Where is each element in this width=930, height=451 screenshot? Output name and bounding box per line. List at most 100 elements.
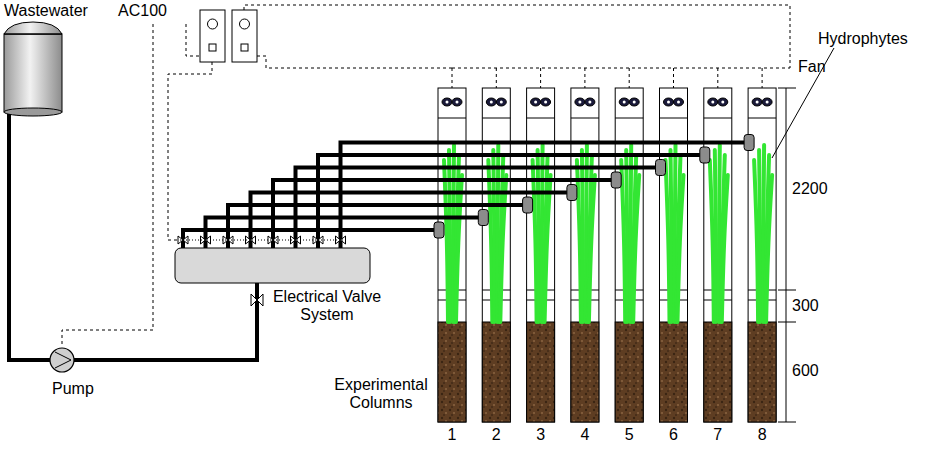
power-label: AC100 [118, 2, 167, 20]
column-number: 1 [432, 426, 472, 444]
hydrophyte [666, 160, 670, 322]
experimental-column [571, 88, 599, 422]
control-wire [673, 68, 674, 88]
hydrophyte [722, 175, 728, 322]
columns-label: Experimental Columns [326, 376, 436, 412]
wastewater-tank [4, 22, 62, 116]
fan-symbol [708, 98, 718, 106]
control-wire [584, 68, 585, 88]
experimental-column [660, 88, 688, 422]
fan-symbol [486, 98, 496, 106]
hydrophyte [715, 150, 716, 322]
experimental-column [482, 88, 510, 422]
soil [748, 322, 776, 422]
soil [571, 322, 599, 422]
fan-symbol [752, 98, 762, 106]
tank-label: Wastewater [4, 2, 88, 20]
experimental-column [615, 88, 643, 422]
control-wire [180, 240, 345, 241]
soil [438, 322, 466, 422]
pipe [296, 168, 658, 249]
soil [704, 322, 732, 422]
column-number: 2 [476, 426, 516, 444]
controller [200, 10, 225, 62]
nozzle [744, 135, 754, 151]
fan-symbol [619, 98, 629, 106]
nozzle [611, 172, 621, 188]
nozzle [700, 147, 710, 163]
experimental-column [438, 88, 466, 422]
dimension-text: 600 [792, 362, 819, 380]
control-wire [540, 68, 541, 88]
column-number: 8 [742, 426, 782, 444]
fan-symbol [585, 98, 595, 106]
fan-symbol [442, 98, 452, 106]
leader-line [772, 48, 834, 158]
experimental-column [704, 88, 732, 422]
hydrophyte [582, 150, 583, 322]
hydrophyte [671, 150, 672, 322]
fan-symbol [664, 98, 674, 106]
nozzle [434, 222, 444, 238]
plant-label: Hydrophytes [818, 30, 908, 48]
hydrophyte [488, 160, 492, 322]
hydrophyte [456, 175, 462, 322]
dimension-text: 300 [792, 297, 819, 315]
hydrophyte [759, 150, 760, 322]
pipe [318, 155, 702, 248]
column-number: 5 [609, 426, 649, 444]
soil [660, 322, 688, 422]
pipe [273, 180, 613, 248]
soil [615, 322, 643, 422]
fan-label: Fan [798, 58, 826, 76]
fan-symbol [674, 98, 684, 106]
hydrophyte [500, 175, 506, 322]
control-wire [717, 68, 718, 88]
hydrophyte [626, 150, 627, 322]
hydrophyte [449, 150, 450, 322]
fan-symbol [575, 98, 585, 106]
valve-symbol [251, 294, 263, 306]
hydrophyte [444, 160, 448, 322]
control-wire [452, 68, 453, 88]
column-number: 7 [698, 426, 738, 444]
pipe [183, 230, 436, 248]
column-number: 4 [565, 426, 605, 444]
fan-symbol [762, 98, 772, 106]
pipe [341, 143, 747, 249]
hydrophyte [766, 175, 772, 322]
fan-symbol [629, 98, 639, 106]
hydrophyte [621, 160, 625, 322]
column-number: 3 [521, 426, 561, 444]
control-wire [452, 68, 790, 69]
pump-label: Pump [52, 380, 94, 398]
hydrophyte [633, 175, 639, 322]
hydrophyte [678, 175, 684, 322]
fan-symbol [541, 98, 551, 106]
control-wire [762, 68, 763, 88]
nozzle [523, 197, 533, 213]
soil [482, 322, 510, 422]
pipe [74, 283, 257, 360]
hydrophyte [710, 160, 714, 322]
pipe [9, 114, 50, 360]
nozzle [567, 185, 577, 201]
manifold [175, 248, 370, 283]
column-number: 6 [654, 426, 694, 444]
fan-symbol [496, 98, 506, 106]
hydrophyte [493, 150, 494, 322]
hydrophyte [545, 175, 551, 322]
control-wire [629, 68, 630, 88]
pipe [251, 193, 569, 249]
pipe [206, 218, 481, 249]
hydrophyte [538, 150, 539, 322]
hydrophyte [533, 160, 537, 322]
dimension-text: 2200 [792, 180, 828, 198]
hydrophyte [754, 160, 758, 322]
fan-symbol [531, 98, 541, 106]
pump-symbol [50, 348, 74, 372]
fan-symbol [718, 98, 728, 106]
soil [527, 322, 555, 422]
